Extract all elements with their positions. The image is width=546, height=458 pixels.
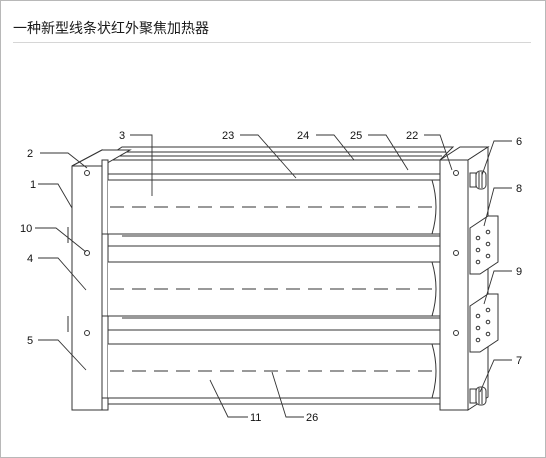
label-7: 7 <box>516 355 522 367</box>
label-3: 3 <box>119 130 125 142</box>
connecting-plate-upper <box>469 215 499 275</box>
label-4: 4 <box>27 253 33 265</box>
heater-module-1 <box>102 173 440 237</box>
screw-hole <box>84 170 90 176</box>
label-10: 10 <box>20 223 32 235</box>
top-rail <box>100 146 455 161</box>
label-6: 6 <box>516 136 522 148</box>
screw-hole <box>453 170 459 176</box>
page-title: 一种新型线条状红外聚焦加热器 <box>13 21 209 37</box>
label-2: 2 <box>27 148 33 160</box>
heater-module-2 <box>102 245 440 319</box>
label-9: 9 <box>516 266 522 278</box>
connector-knob-top <box>469 170 487 190</box>
screw-hole <box>84 330 90 336</box>
connector-knob-bottom <box>469 386 487 406</box>
label-8: 8 <box>516 183 522 195</box>
label-11: 11 <box>250 412 261 424</box>
label-1: 1 <box>30 179 36 191</box>
label-24: 23 <box>222 130 234 142</box>
label-26: 25 <box>350 130 362 142</box>
screw-hole <box>453 330 459 336</box>
label-5: 5 <box>27 335 33 347</box>
label-25: 24 <box>297 130 309 142</box>
screw-hole <box>84 250 90 256</box>
screw-hole <box>453 250 459 256</box>
label-23: 26 <box>306 412 318 424</box>
heater-module-3 <box>102 329 440 405</box>
left-end-plate <box>67 149 132 411</box>
leader-lines <box>35 134 512 418</box>
connecting-plate-lower <box>469 293 499 353</box>
label-22: 22 <box>406 130 418 142</box>
title-divider <box>13 42 531 43</box>
